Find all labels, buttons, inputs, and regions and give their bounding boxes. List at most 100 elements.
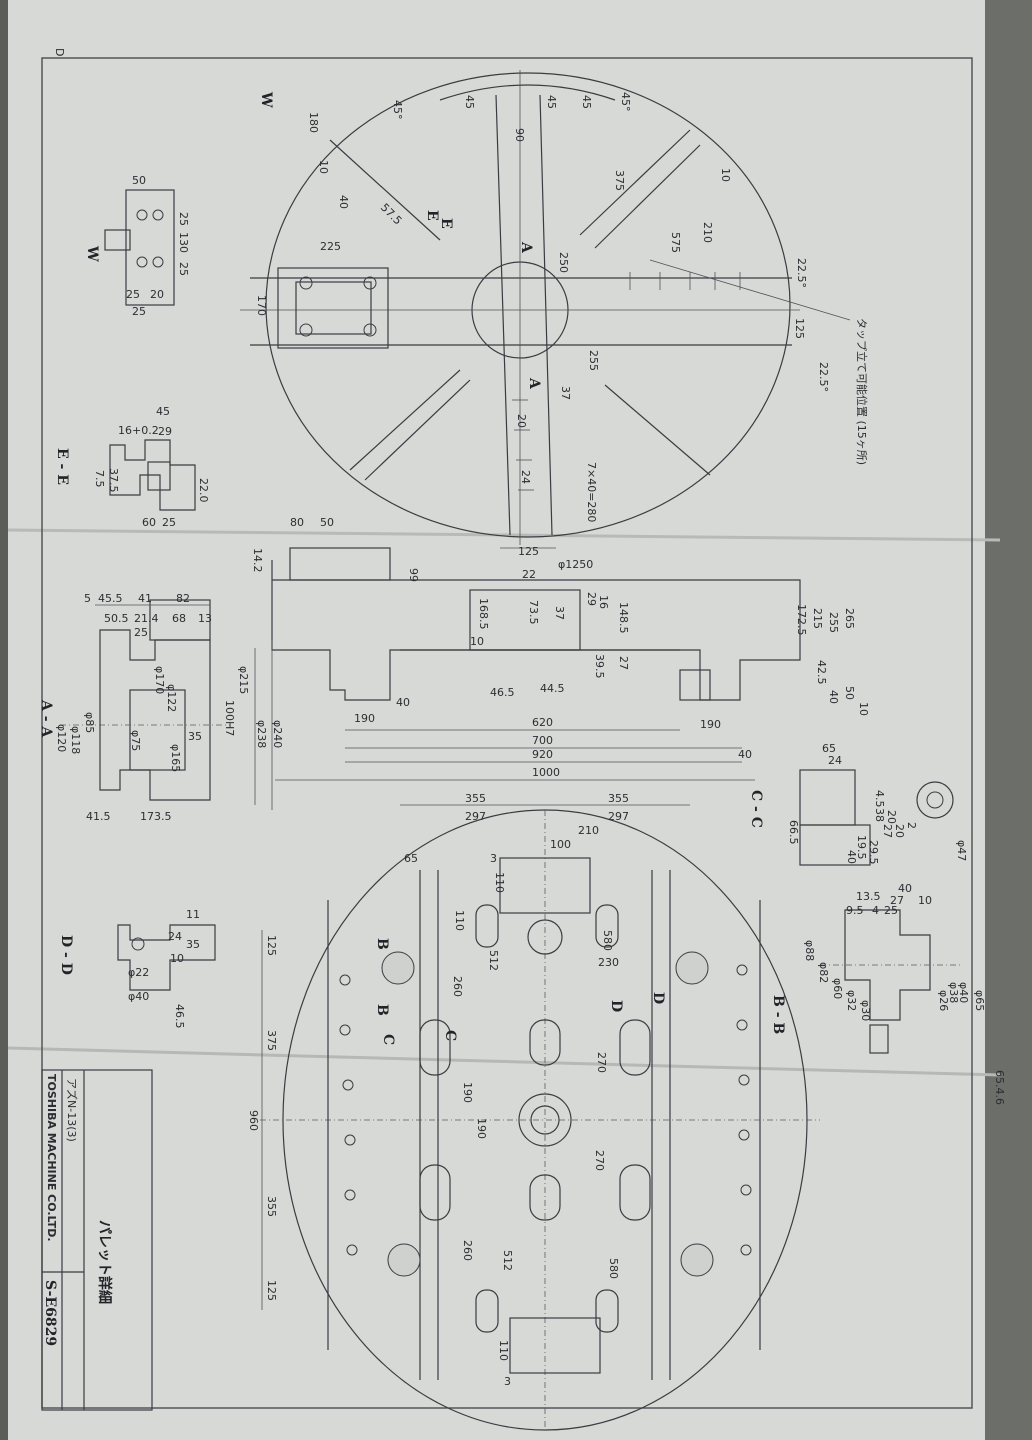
bb-dim-phi38: φ38 [947, 982, 960, 1003]
cc-dim-16: 16 [597, 595, 610, 609]
vw-dim-25b: 25 [177, 262, 190, 276]
bv-dim-355-a: 355 [465, 792, 486, 805]
dim-250: 250 [557, 252, 570, 273]
section-dd-bore [131, 937, 145, 951]
dim-10-a: 10 [317, 160, 330, 174]
bb-dim-10: 10 [918, 894, 932, 907]
aa-dim-41-5: 41.5 [86, 810, 111, 823]
bv-dim-260-b: 260 [461, 1240, 474, 1261]
cc-dim-29: 29 [585, 592, 598, 606]
view-w-body [125, 189, 175, 306]
corner-mark: D [53, 48, 66, 56]
end-block-bottom [509, 1317, 601, 1374]
aa-dim-phi85: φ85 [83, 712, 96, 733]
slot-marks-right [629, 272, 741, 290]
dd-dim-11: 11 [186, 908, 200, 921]
dim-180: 180 [307, 112, 320, 133]
ds-dim-38: 38 [873, 808, 886, 822]
bb-dim-9-5: 9.5 [846, 904, 864, 917]
bv-dim-230: 230 [598, 956, 619, 969]
hole [136, 256, 148, 268]
bv-dim-65: 65 [404, 852, 418, 865]
cc-dim-50: 50 [320, 516, 334, 529]
tap-position-note: タップ立て可能位置 (15ヶ所) [855, 318, 869, 465]
ds-dim-20-b: 20 [893, 824, 906, 838]
pocket [595, 1289, 619, 1333]
fold-line-top [7, 528, 1001, 542]
hole [152, 209, 164, 221]
aa-dim-45-5: 45.5 [98, 592, 123, 605]
dim-7x40: 7×40=280 [585, 462, 598, 522]
corner-note: 65.4.6 [993, 1070, 1006, 1105]
tslot-vertical-1 [495, 94, 511, 536]
aa-dim-phi238: φ238 [255, 720, 268, 748]
dim-37: 37 [559, 386, 572, 400]
aa-dim-21-4: 21.4 [134, 612, 159, 625]
cc-dim-27: 27 [617, 656, 630, 670]
dim-22-5deg-a: 22.5° [795, 258, 808, 288]
dd-dim-46-5: 46.5 [173, 1004, 186, 1029]
title-model: アズN-13(3) [65, 1078, 79, 1142]
ds-dim-19-5: 19.5 [855, 835, 868, 860]
dd-dim-phi22: φ22 [128, 966, 149, 979]
dd-dim-24: 24 [168, 930, 182, 943]
bv-dim-512-b: 512 [501, 1250, 514, 1271]
vw-dim-130: 130 [177, 232, 190, 253]
pocket [529, 1174, 561, 1221]
dim-575: 575 [669, 232, 682, 253]
bv-dim-512-a: 512 [487, 950, 500, 971]
cc-dim-42-5: 42.5 [815, 660, 828, 685]
dim-phi1250: φ1250 [558, 558, 593, 571]
cc-dim-40-b: 40 [738, 748, 752, 761]
dd-dim-35: 35 [186, 938, 200, 951]
vw-dim-25c: 25 [126, 288, 140, 301]
aa-dim-phi215: φ215 [237, 666, 250, 694]
bv-dim-3-a: 3 [490, 852, 497, 865]
aa-dim-100h7: 100H7 [223, 700, 236, 736]
cc-dim-50: 50 [843, 686, 856, 700]
bb-dim-25: 25 [884, 904, 898, 917]
bb-dim-phi88: φ88 [803, 940, 816, 961]
dim-210: 210 [701, 222, 714, 243]
ve-dim-25: 25 [162, 516, 176, 529]
aa-dim-82: 82 [176, 592, 190, 605]
label-a-top: A [518, 241, 534, 254]
section-bb-pin [869, 1024, 889, 1054]
cc-dim-37: 37 [553, 606, 566, 620]
label-w: W [258, 91, 274, 108]
ds-dim-66-5: 66.5 [787, 820, 800, 845]
vw-dim-20: 20 [150, 288, 164, 301]
bv-dim-960: 960 [247, 1110, 260, 1131]
slot-marks-bottom [512, 399, 534, 491]
pocket [475, 904, 499, 948]
detail-small: 65 24 4.5 20 38 27 20 2 66.5 19.5 40 29.… [787, 742, 968, 866]
detail-small-round [916, 781, 954, 819]
top-view: 180 45° 45 45 45 45° 90 10 10 40 375 575… [240, 70, 869, 571]
aa-dim-phi118: φ118 [69, 726, 82, 754]
dim-375: 375 [613, 170, 626, 191]
bv-dim-375: 375 [265, 1030, 278, 1051]
cc-dim-80: 80 [290, 516, 304, 529]
title-drawing-no: S-E6829 [42, 1280, 58, 1346]
view-ee-slot [147, 461, 171, 491]
cc-dim-265: 265 [843, 608, 856, 629]
cc-dim-40-c: 40 [827, 690, 840, 704]
hole [136, 209, 148, 221]
ve-dim-29: 29 [158, 425, 172, 438]
bv-dim-100: 100 [550, 838, 571, 851]
section-dd: D - D 11 35 24 10 φ22 φ40 46.5 [58, 908, 216, 1029]
tslot-diag-3 [579, 129, 691, 236]
aa-dim-phi240: φ240 [271, 720, 284, 748]
cc-dim-46-5: 46.5 [490, 686, 515, 699]
bb-dim-phi26: φ26 [937, 990, 950, 1011]
cc-dim-14-2: 14.2 [251, 548, 264, 573]
ds-dim-40: 40 [845, 850, 858, 864]
view-w: W 50 25 130 25 25 20 25 [84, 174, 190, 318]
section-cc-title: C - C [748, 790, 764, 828]
dim-125-b: 125 [518, 545, 539, 558]
pocket [527, 919, 563, 955]
section-aa-outline [99, 629, 211, 801]
title-company: TOSHIBA MACHINE CO.LTD. [45, 1074, 58, 1242]
ds-dim-2: 2 [905, 822, 918, 829]
